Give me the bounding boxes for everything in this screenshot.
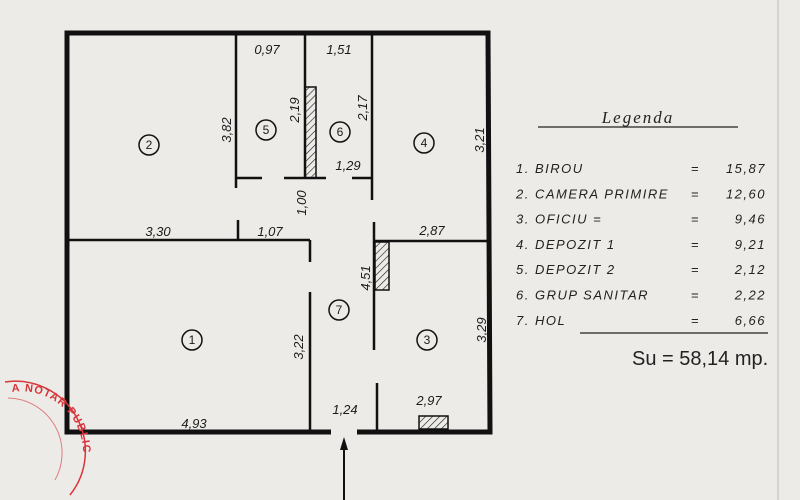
dim-room6-height: 2,17 bbox=[355, 95, 370, 122]
hatched-wall-6 bbox=[304, 86, 317, 179]
legend-item-value: 2,22 bbox=[734, 288, 766, 303]
legend-item-equals: = bbox=[691, 262, 700, 277]
legend-item-label: 4. DEPOZIT 1 bbox=[516, 237, 616, 252]
legend-item: 7. HOL = 6,66 bbox=[516, 313, 766, 328]
hatched-block-3 bbox=[418, 415, 449, 430]
legend-item-equals: = bbox=[691, 161, 700, 176]
legend-item: 6. GRUP SANITAR = 2,22 bbox=[516, 288, 766, 303]
dim-hall-passage: 1,00 bbox=[294, 190, 309, 216]
legend-item-equals: = bbox=[691, 288, 700, 303]
legend-item-value: 9,46 bbox=[735, 212, 766, 227]
dim-room6-door: 1,29 bbox=[335, 158, 360, 173]
legend-item-label: 7. HOL bbox=[516, 313, 566, 328]
dim-room1-height: 3,22 bbox=[291, 334, 306, 360]
dim-room2-width: 3,30 bbox=[145, 224, 171, 239]
dim-entrance: 1,24 bbox=[332, 402, 357, 417]
legend-item-value: 6,66 bbox=[735, 313, 766, 328]
legend-item-equals: = bbox=[691, 313, 700, 328]
legend-item-label: 3. OFICIU = bbox=[516, 212, 602, 227]
legend-item-label: 5. DEPOZIT 2 bbox=[516, 262, 616, 277]
legend-total: Su = 58,14 mp. bbox=[632, 348, 768, 370]
entrance-arrow bbox=[340, 437, 348, 500]
exterior-walls bbox=[64, 30, 493, 435]
dim-room3-width: 2,97 bbox=[415, 393, 442, 408]
dim-room4-width: 2,87 bbox=[418, 223, 445, 238]
dim-room5-width: 0,97 bbox=[254, 42, 280, 57]
room-2-number: 2 bbox=[146, 138, 153, 152]
legend-item-label: 2. CAMERA PRIMIRE bbox=[515, 186, 669, 201]
legend-item-equals: = bbox=[691, 212, 700, 227]
legend-item: 1. BIROU = 15,87 bbox=[516, 161, 766, 176]
dim-room4-height: 3,21 bbox=[472, 127, 487, 152]
room-6-number: 6 bbox=[337, 125, 344, 139]
room-4-number: 4 bbox=[421, 136, 428, 150]
legend-item: 2. CAMERA PRIMIRE = 12,60 bbox=[515, 186, 766, 201]
dim-room2-height: 3,82 bbox=[219, 117, 234, 143]
legend-item: 4. DEPOZIT 1 = 9,21 bbox=[516, 237, 766, 252]
legend-item-value: 12,60 bbox=[726, 186, 766, 201]
legend-title: Legenda bbox=[601, 108, 675, 127]
legend-item: 3. OFICIU = = 9,46 bbox=[516, 212, 766, 227]
dim-hall-width: 1,07 bbox=[257, 224, 283, 239]
dim-room6-width: 1,51 bbox=[326, 42, 351, 57]
room-7-number: 7 bbox=[336, 303, 343, 317]
legend-item-value: 2,12 bbox=[734, 262, 766, 277]
dim-hall-length: 4,51 bbox=[358, 265, 373, 290]
legend: Legenda 1. BIROU = 15,87 2. CAMERA PRIMIRE =… bbox=[515, 108, 768, 370]
interior-walls bbox=[67, 33, 490, 432]
legend-item-equals: = bbox=[691, 186, 700, 201]
room-markers bbox=[138, 119, 438, 351]
dim-room3-height: 3,29 bbox=[474, 317, 489, 342]
room-5-number: 5 bbox=[263, 123, 270, 137]
room-3-number: 3 bbox=[424, 333, 431, 347]
legend-item: 5. DEPOZIT 2 = 2,12 bbox=[516, 262, 766, 277]
legend-item-value: 9,21 bbox=[735, 237, 766, 252]
legend-item-label: 6. GRUP SANITAR bbox=[516, 288, 649, 303]
hatched-wall-3 bbox=[374, 241, 390, 291]
dim-room1-width: 4,93 bbox=[181, 416, 207, 431]
room-1-number: 1 bbox=[189, 333, 196, 347]
legend-item-label: 1. BIROU bbox=[516, 161, 584, 176]
legend-item-equals: = bbox=[691, 237, 700, 252]
dim-room5-height: 2,19 bbox=[287, 97, 302, 123]
legend-item-value: 15,87 bbox=[726, 161, 766, 176]
